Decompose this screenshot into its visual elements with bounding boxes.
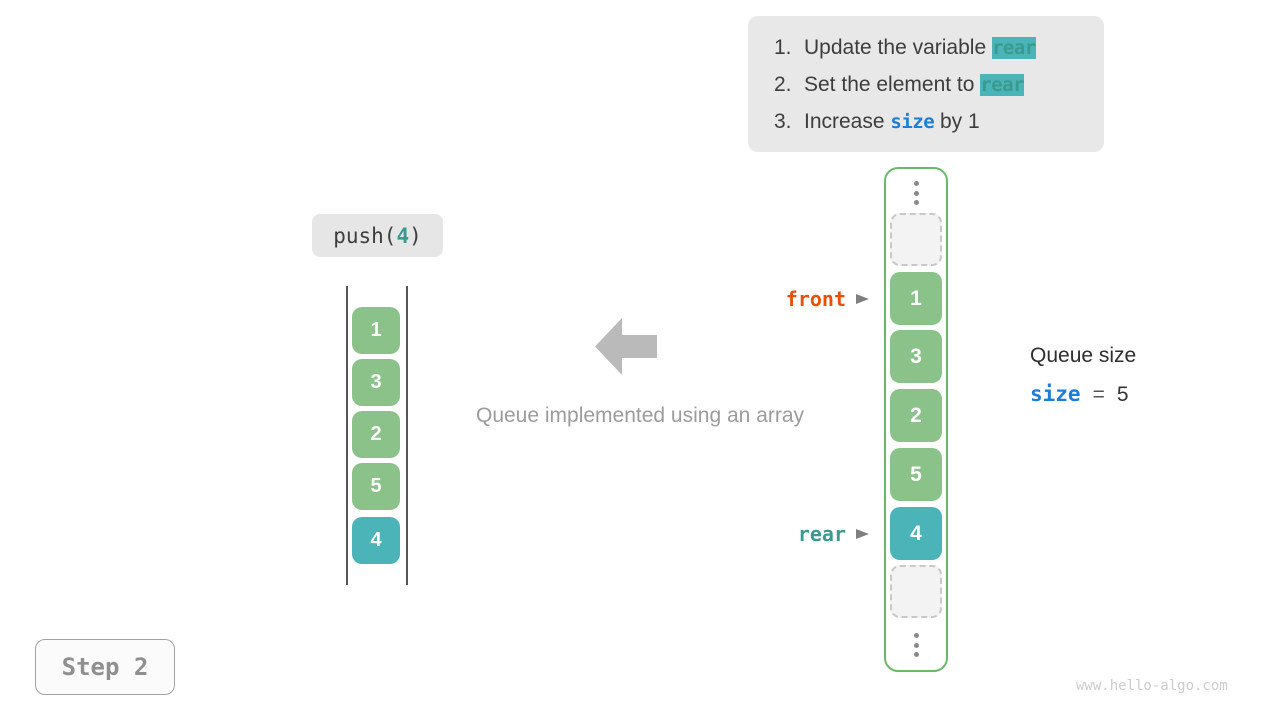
instruction-step-2: 2. Set the element to rear: [748, 66, 1104, 103]
queue-wall-right: [406, 286, 408, 585]
pointer-arrow-icon: [856, 529, 869, 539]
pointer-arrow-icon: [856, 294, 869, 304]
push-call-text: push(: [333, 223, 397, 248]
array-cell: 5: [890, 448, 942, 501]
queue-item: 5: [352, 463, 400, 510]
push-call-close: ): [409, 223, 422, 248]
queue-size-value-line: size = 5: [1030, 382, 1136, 407]
array-cell: 3: [890, 330, 942, 383]
instructions-panel: 1. Update the variable rear 2. Set the e…: [748, 16, 1104, 152]
ellipsis-top-icon: [890, 181, 942, 205]
array-cell: 1: [890, 272, 942, 325]
front-pointer-label: front: [785, 287, 846, 311]
size-variable: size: [1030, 382, 1081, 406]
equals-sign: =: [1092, 383, 1105, 406]
code-token-rear: rear: [980, 73, 1025, 96]
rear-pointer: rear: [700, 521, 870, 547]
queue-size-block: Queue size size = 5: [1030, 344, 1136, 407]
instruction-step-3: 3. Increase size by 1: [748, 103, 1104, 140]
queue-item: 1: [352, 307, 400, 354]
watermark: www.hello-algo.com: [1076, 678, 1228, 694]
step-badge: Step 2: [35, 639, 175, 695]
diagram-caption: Queue implemented using an array: [475, 404, 805, 427]
instruction-number: 1.: [774, 35, 792, 59]
queue-item-new: 4: [352, 517, 400, 564]
array-cell: 2: [890, 389, 942, 442]
push-operation-label: push(4): [312, 214, 443, 257]
array-cell-empty: [890, 213, 942, 266]
instruction-text: Update the variable rear: [804, 35, 1036, 59]
array-cell-empty: [890, 565, 942, 618]
instruction-text: Increase size by 1: [804, 109, 980, 133]
code-token-rear: rear: [991, 36, 1036, 59]
queue-size-title: Queue size: [1030, 344, 1137, 367]
ellipsis-bottom-icon: [890, 633, 942, 657]
instruction-number: 3.: [774, 109, 792, 133]
queue-wall-left: [346, 286, 348, 585]
rear-pointer-label: rear: [797, 522, 846, 546]
instruction-number: 2.: [774, 72, 792, 96]
instruction-step-1: 1. Update the variable rear: [748, 29, 1104, 66]
queue-item: 2: [352, 411, 400, 458]
instruction-text: Set the element to rear: [804, 72, 1025, 96]
push-argument: 4: [396, 223, 410, 248]
left-block-arrow-icon: [595, 318, 657, 375]
code-token-size: size: [890, 110, 935, 133]
front-pointer: front: [700, 286, 870, 312]
array-cell-new: 4: [890, 507, 942, 560]
queue-item: 3: [352, 359, 400, 406]
size-value: 5: [1116, 383, 1129, 406]
